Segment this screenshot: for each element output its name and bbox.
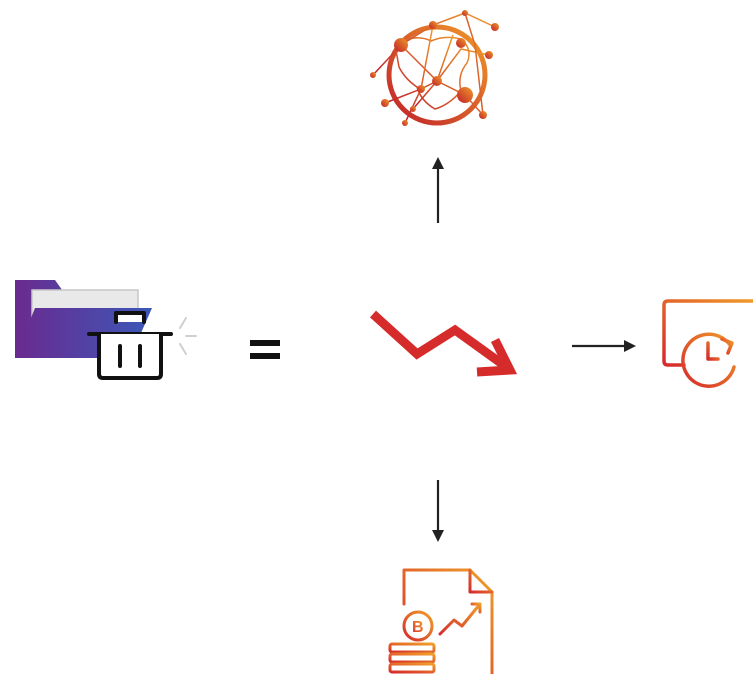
spark-icon <box>179 317 197 355</box>
trash-icon <box>87 311 173 380</box>
folder-trash-group <box>10 270 210 410</box>
calendar-clock-icon <box>660 285 753 388</box>
down-arrow <box>430 478 446 544</box>
trend-down-arrow-icon <box>365 300 520 380</box>
equals-sign <box>248 336 282 364</box>
up-arrow <box>430 155 446 225</box>
bitcoin-report-icon: B <box>382 564 497 674</box>
global-network-icon <box>365 5 505 135</box>
right-arrow <box>570 338 638 354</box>
svg-text:B: B <box>412 619 424 636</box>
